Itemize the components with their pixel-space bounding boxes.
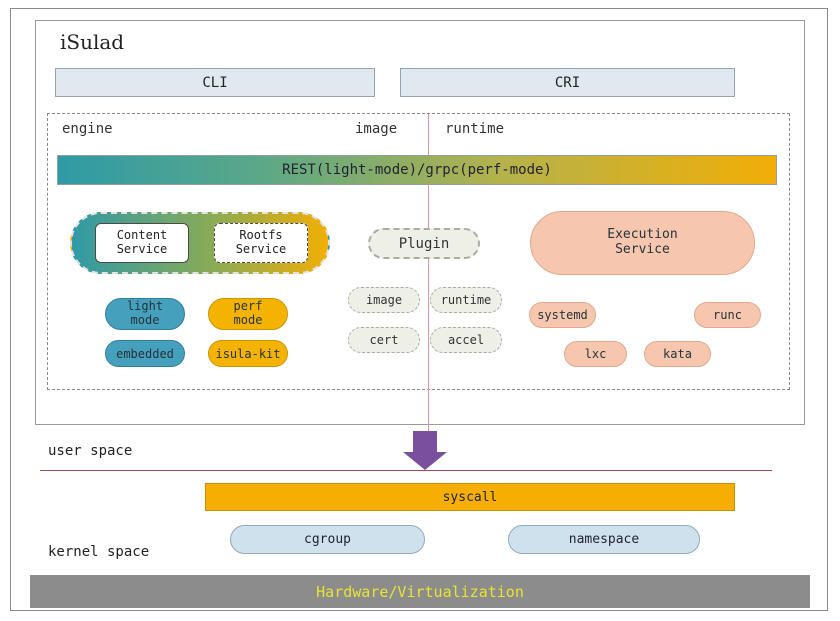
plugin-pill: Plugin [368,228,480,259]
image-pill: image [348,287,420,313]
isula-kit-pill: isula-kit [208,340,288,367]
outer-frame [10,8,828,611]
accel-pill: accel [430,327,502,353]
lxc-pill: lxc [564,341,627,367]
light-mode-pill: light mode [105,298,185,330]
rootfs-service-box: Rootfs Service [214,223,308,263]
down-arrow-icon [413,431,437,452]
content-service-box: Content Service [95,223,189,263]
rest-grpc-bar: REST(light-mode)/grpc(perf-mode) [57,155,777,185]
namespace-pill: namespace [508,525,700,554]
space-divider-line [40,470,772,471]
cli-box: CLI [55,68,375,97]
runtime-section-label: runtime [445,121,505,137]
hardware-virtualization-bar: Hardware/Virtualization [30,575,810,608]
execution-service-pill: Execution Service [530,211,755,275]
down-arrow-head-icon [403,452,447,470]
cert-pill: cert [348,327,420,353]
cgroup-pill: cgroup [230,525,425,554]
user-space-label: user space [48,443,133,459]
runtime-pill: runtime [430,287,502,313]
engine-section-label: engine [62,121,113,137]
systemd-pill: systemd [529,302,596,328]
kata-pill: kata [644,341,711,367]
image-section-label: image [355,121,398,137]
syscall-bar: syscall [205,483,735,511]
cri-box: CRI [400,68,735,97]
kernel-space-label: kernel space [48,544,150,560]
runc-pill: runc [694,302,761,328]
modules-panel [47,113,790,390]
section-divider-line [428,114,429,431]
perf-mode-pill: perf mode [208,298,288,330]
embedded-pill: embedded [105,340,185,367]
diagram-title: iSulad [60,30,125,54]
